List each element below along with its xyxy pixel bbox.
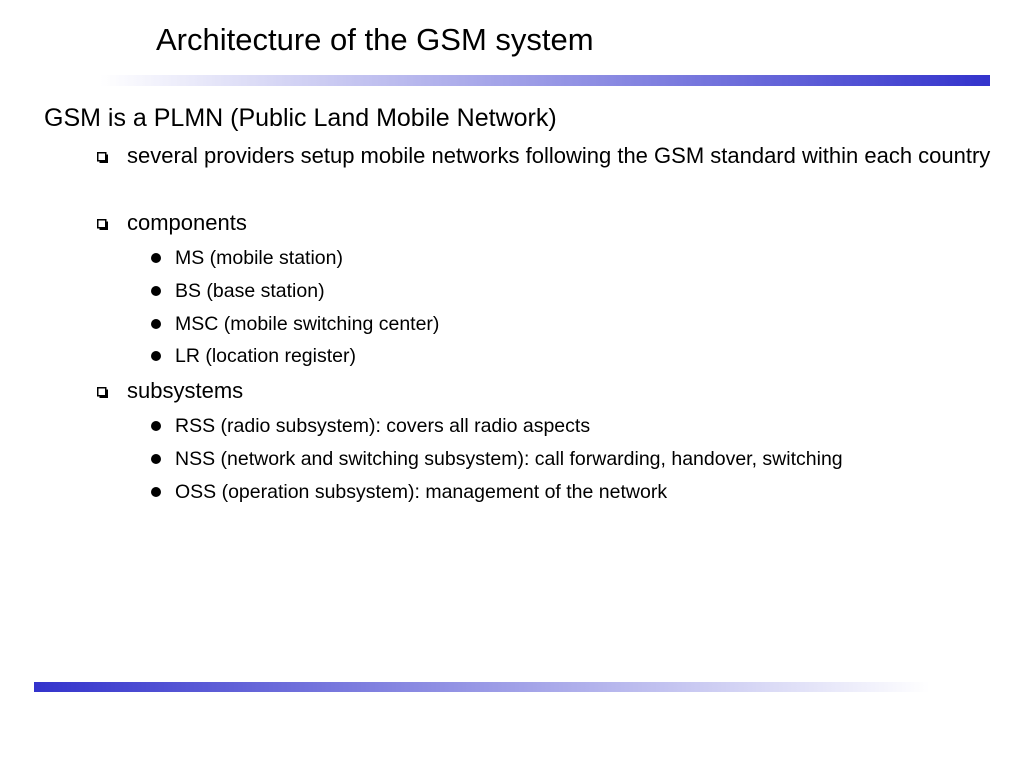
footer-gradient-bar	[34, 682, 930, 692]
component-item: MS (mobile station)	[175, 247, 343, 269]
providers-text: several providers setup mobile networks …	[127, 143, 991, 168]
component-item: MSC (mobile switching center)	[175, 313, 440, 335]
hollow-square-bullet-icon	[97, 219, 108, 230]
component-item: LR (location register)	[175, 345, 356, 367]
round-bullet-icon	[151, 253, 161, 263]
round-bullet-icon	[151, 286, 161, 296]
round-bullet-icon	[151, 487, 161, 497]
round-bullet-icon	[151, 421, 161, 431]
subsystem-item: RSS (radio subsystem): covers all radio …	[175, 415, 591, 437]
title-underline-bar	[100, 75, 990, 86]
hollow-square-bullet-icon	[97, 152, 108, 163]
round-bullet-icon	[151, 351, 161, 361]
subsystem-item: OSS (operation subsystem): management of…	[175, 481, 668, 503]
hollow-square-bullet-icon	[97, 387, 108, 398]
heading-gsm-plmn: GSM is a PLMN (Public Land Mobile Networ…	[44, 104, 557, 132]
components-label: components	[127, 210, 247, 235]
slide-title: Architecture of the GSM system	[156, 22, 594, 57]
round-bullet-icon	[151, 319, 161, 329]
component-item: BS (base station)	[175, 280, 325, 302]
subsystems-label: subsystems	[127, 378, 244, 403]
round-bullet-icon	[151, 454, 161, 464]
subsystem-item: NSS (network and switching subsystem): c…	[175, 448, 843, 470]
